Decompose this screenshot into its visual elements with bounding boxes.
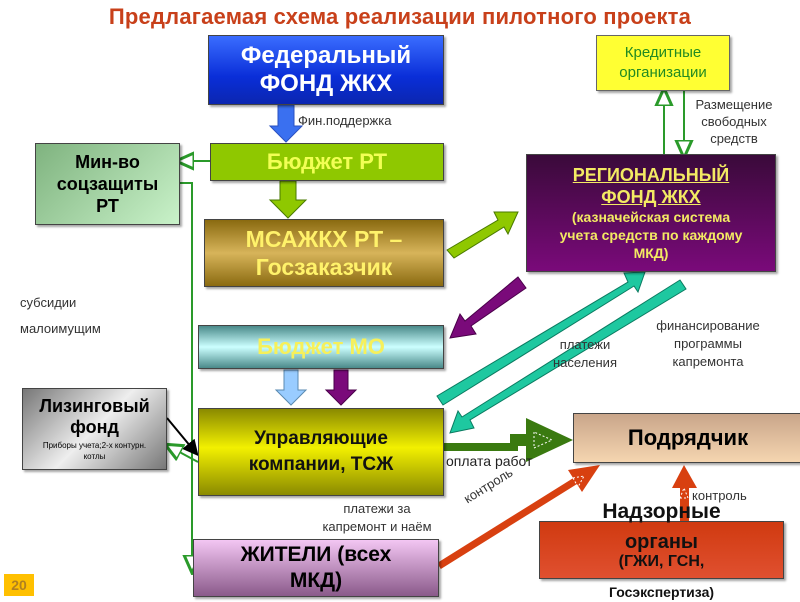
budget-rt-box: Бюджет РТ [210, 143, 444, 181]
regional-title-line-2: ФОНД ЖКХ [601, 187, 701, 207]
federal-fund-line-1: Федеральный [240, 42, 412, 69]
leasing-note-line-2: котлы [83, 452, 106, 461]
supervisory-box: Надзорные органы (ГЖИ, ГСН, Госэкспертиз… [539, 501, 784, 600]
regional-fund-box: РЕГИОНАЛЬНЫЙ ФОНД ЖКХ (казначейская сист… [526, 154, 776, 272]
placement-line-2: свободных [701, 114, 767, 129]
financing-line-2: программы [674, 336, 742, 351]
population-payments-line-1: платежи [559, 337, 611, 352]
arrow-uk-to-contractor [444, 437, 518, 451]
financing-label: финансирование программы капремонта [648, 317, 768, 371]
residents-line-2: МКД) [289, 569, 343, 592]
leasing-note: Приборы учета;2-х контурн. котлы [43, 440, 146, 462]
management-line-1: Управляющие [254, 428, 388, 449]
residents-line-1: ЖИТЕЛИ (всех [240, 543, 392, 566]
management-companies-box: Управляющие компании, ТСЖ [198, 408, 444, 496]
arrow-budget-to-msa [268, 180, 308, 219]
credit-orgs-line-2: организации [619, 64, 707, 81]
leasing-title-line-1: Лизинговый [39, 396, 150, 416]
arrow-regional-to-budget-mo [449, 276, 527, 339]
population-payments-line-2: населения [552, 355, 617, 370]
leasing-title-line-2: фонд [70, 417, 119, 437]
fin-support-label: Фин.поддержка [298, 113, 392, 128]
arrow-uk-to-leasing [172, 448, 199, 463]
min-social-line-2: соцзащиты [56, 174, 159, 194]
federal-fund-line-2: ФОНД ЖКХ [259, 70, 393, 97]
placement-label: Размещение свободных средств [686, 96, 782, 147]
credit-orgs-line-1: Кредитные [624, 44, 702, 61]
regional-title-line-1: РЕГИОНАЛЬНЫЙ [572, 165, 730, 185]
msazhkh-line-1: МСАЖКХ РТ – [245, 226, 403, 252]
payments-capital-line-1: платежи за [343, 501, 411, 516]
msazhkh-line-2: Госзаказчик [255, 254, 393, 280]
management-line-2: компании, ТСЖ [248, 454, 394, 475]
arrow-budget-mo-to-uk-purple [324, 369, 358, 406]
payment-works-label: оплата работ [446, 453, 533, 469]
min-social-line-3: РТ [96, 196, 119, 216]
regional-subtitle-line-1: (казначейская система [571, 209, 731, 225]
supervisory-line-3: (ГЖИ, ГСН, [618, 553, 705, 570]
supervisory-line-2: органы [624, 531, 699, 553]
regional-subtitle-line-3: МКД) [633, 245, 669, 261]
leasing-note-line-1: Приборы учета;2-х контурн. [42, 441, 147, 450]
control-label-diagonal: контроль [460, 464, 516, 507]
budget-mo-box: Бюджет МО [198, 325, 444, 369]
placement-line-1: Размещение [695, 97, 773, 112]
payments-capital-label: платежи за капремонт и наём [306, 500, 448, 536]
residents-box: ЖИТЕЛИ (всех МКД) [193, 539, 439, 597]
regional-subtitle-line-2: учета средств по каждому [559, 227, 743, 243]
msazhkh-box: МСАЖКХ РТ – Госзаказчик [204, 219, 444, 287]
supervisory-line-4: Госэкспертиза) [608, 584, 715, 600]
line-minvo-to-residents [35, 182, 192, 565]
placement-line-3: средств [710, 131, 758, 146]
min-social-box: Мин-во соцзащиты РТ [35, 143, 180, 225]
federal-fund-box: Федеральный ФОНД ЖКХ [208, 35, 444, 105]
arrow-supervisory-to-contractor [672, 465, 697, 488]
subsidies-label: субсидии малоимущим [20, 290, 101, 342]
subsidies-line-2: малоимущим [20, 321, 101, 336]
min-social-line-1: Мин-во [75, 152, 140, 172]
leasing-fund-box: Лизинговый фонд Приборы учета;2-х контур… [22, 388, 167, 470]
slide-title: Предлагаемая схема реализации пилотного … [108, 4, 692, 29]
page-number: 20 [4, 574, 34, 596]
supervisory-line-1: Надзорные [602, 500, 721, 523]
financing-line-3: капремонта [672, 354, 744, 369]
control-label-vertical: контроль [692, 488, 747, 503]
arrow-leasing-to-uk [166, 417, 199, 457]
financing-line-1: финансирование [656, 318, 760, 333]
contractor-box: Подрядчик [573, 413, 800, 463]
subsidies-line-1: субсидии [20, 295, 77, 310]
population-payments-label: платежи населения [540, 336, 630, 372]
arrow-msa-to-regional [446, 211, 519, 259]
payments-capital-line-2: капремонт и наём [322, 519, 432, 534]
credit-orgs-box: Кредитные организации [596, 35, 730, 91]
arrow-budget-mo-to-uk-blue [274, 369, 308, 406]
